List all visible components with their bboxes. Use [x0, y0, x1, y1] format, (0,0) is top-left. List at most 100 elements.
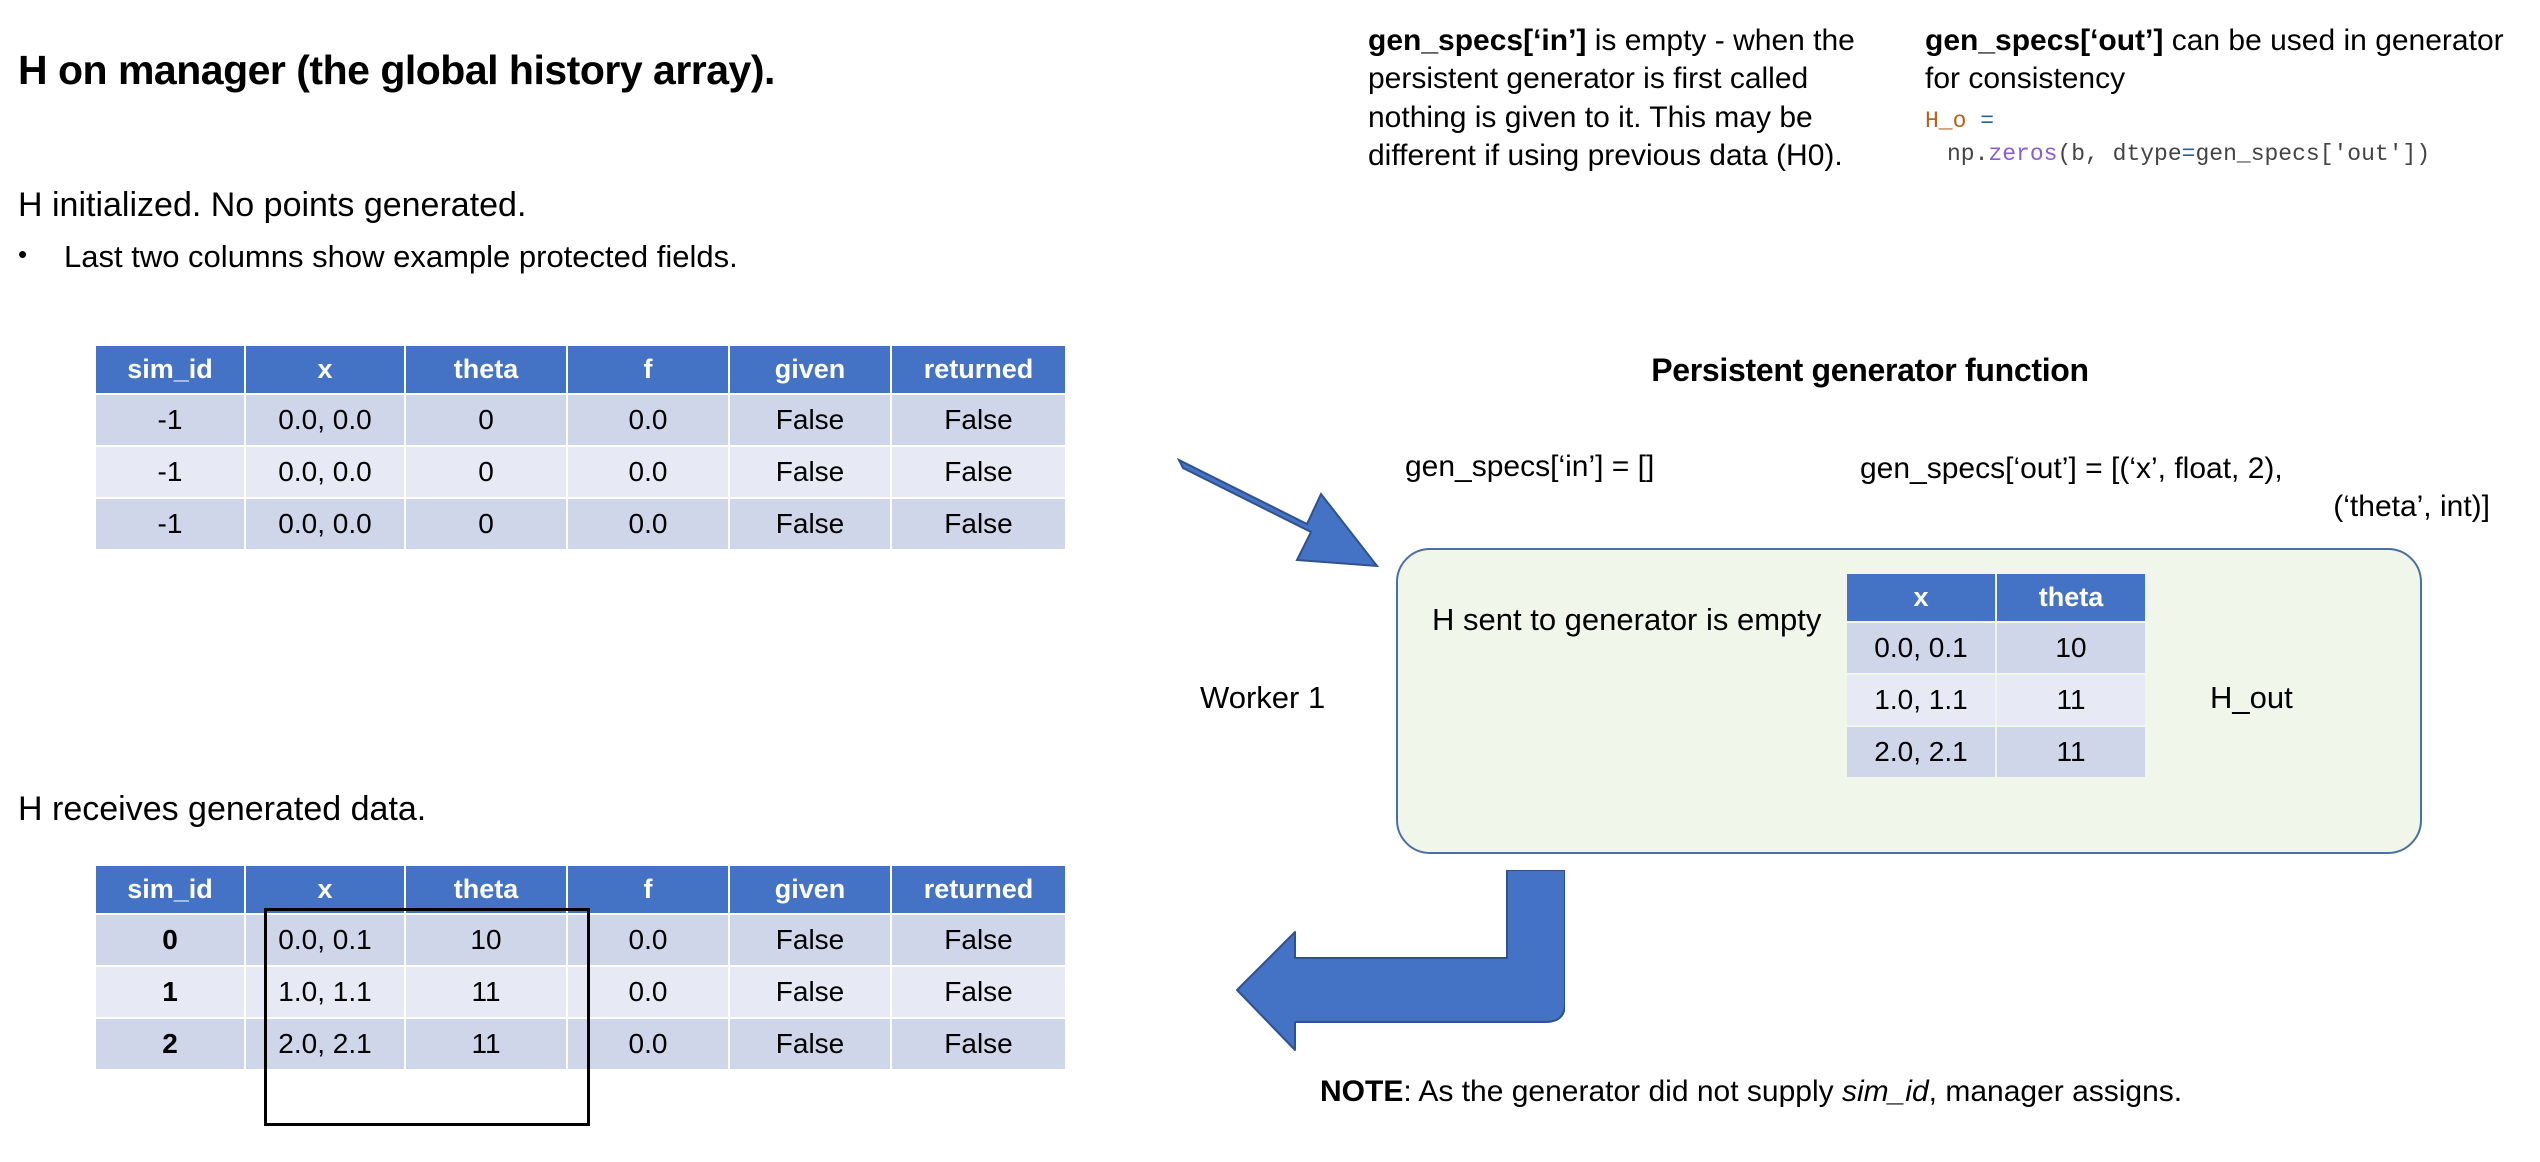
cell-given: False — [730, 1019, 890, 1069]
note-gen-specs-in-bold: gen_specs[‘in’] — [1368, 24, 1587, 57]
column-header-given: given — [730, 346, 890, 393]
cell-returned: False — [892, 447, 1065, 497]
cell-returned: False — [892, 915, 1065, 965]
table-row: 2 2.0, 2.1 11 0.0 False False — [96, 1019, 1065, 1069]
persistent-generator-title: Persistent generator function — [1651, 352, 2089, 388]
cell-theta: 10 — [406, 915, 566, 965]
cell-x: 2.0, 2.1 — [246, 1019, 404, 1069]
cell-f: 0.0 — [568, 499, 728, 549]
table-row: 0 0.0, 0.1 10 0.0 False False — [96, 915, 1065, 965]
h-initialized-text: H initialized. No points generated. — [18, 186, 527, 224]
bullet-protected-fields: • Last two columns show example protecte… — [18, 238, 1118, 275]
table-header-row: sim_id x theta f given returned — [96, 866, 1065, 913]
column-header-x: x — [1847, 574, 1995, 621]
cell-returned: False — [892, 499, 1065, 549]
table-row: 2.0, 2.1 11 — [1847, 727, 2145, 777]
note-gen-specs-in: gen_specs[‘in’] is empty - when the pers… — [1368, 22, 1888, 176]
code-token-args-a: (b, dtype — [2057, 141, 2182, 168]
cell-returned: False — [892, 395, 1065, 445]
note-gen-specs-out: gen_specs[‘out’] can be used in generato… — [1925, 22, 2525, 171]
cell-theta: 11 — [1997, 727, 2145, 777]
bottom-note-italic: sim_id — [1841, 1075, 1929, 1108]
column-header-x: x — [246, 866, 404, 913]
column-header-returned: returned — [892, 866, 1065, 913]
table-header-row: x theta — [1847, 574, 2145, 621]
table-row: 0.0, 0.1 10 — [1847, 623, 2145, 673]
cell-x: 0.0, 0.0 — [246, 447, 404, 497]
h-out-label: H_out — [2210, 680, 2293, 715]
code-token-module: np. — [1947, 141, 1989, 168]
column-header-f: f — [568, 866, 728, 913]
note-gen-specs-out-bold: gen_specs[‘out’] — [1925, 24, 2164, 57]
worker-label: Worker 1 — [1200, 680, 1326, 715]
column-header-theta: theta — [406, 866, 566, 913]
note-gen-specs-in-body: is empty - when the persistent generator… — [1368, 24, 1855, 173]
table-row: 1 1.0, 1.1 11 0.0 False False — [96, 967, 1065, 1017]
cell-given: False — [730, 447, 890, 497]
code-token-kwarg-equals: = — [2181, 141, 2196, 168]
cell-sim-id: -1 — [96, 447, 244, 497]
code-line-np-zeros: np.zeros(b, dtype=gen_specs['out']) — [1947, 138, 2525, 171]
gen-specs-out-line1: gen_specs[‘out’] = [(‘x’, float, 2), — [1860, 452, 2283, 485]
bottom-note-end: , manager assigns. — [1928, 1075, 2183, 1108]
column-header-given: given — [730, 866, 890, 913]
column-header-theta: theta — [1997, 574, 2145, 621]
cell-x: 2.0, 2.1 — [1847, 727, 1995, 777]
cell-theta: 11 — [406, 967, 566, 1017]
cell-x: 1.0, 1.1 — [1847, 675, 1995, 725]
cell-x: 1.0, 1.1 — [246, 967, 404, 1017]
cell-theta: 0 — [406, 395, 566, 445]
code-token-args-b: gen_specs['out']) — [2195, 141, 2431, 168]
gen-specs-out-expression: gen_specs[‘out’] = [(‘x’, float, 2), (‘t… — [1860, 450, 2500, 525]
cell-given: False — [730, 395, 890, 445]
column-header-sim-id: sim_id — [96, 346, 244, 393]
table-h-received: sim_id x theta f given returned 0 0.0, 0… — [94, 864, 1067, 1071]
cell-given: False — [730, 499, 890, 549]
column-header-x: x — [246, 346, 404, 393]
cell-theta: 10 — [1997, 623, 2145, 673]
cell-returned: False — [892, 1019, 1065, 1069]
cell-x: 0.0, 0.1 — [1847, 623, 1995, 673]
table-header-row: sim_id x theta f given returned — [96, 346, 1065, 393]
cell-sim-id: 0 — [96, 915, 244, 965]
cell-sim-id: -1 — [96, 499, 244, 549]
column-header-f: f — [568, 346, 728, 393]
cell-theta: 11 — [1997, 675, 2145, 725]
cell-theta: 0 — [406, 447, 566, 497]
cell-x: 0.0, 0.0 — [246, 499, 404, 549]
table-h-out: x theta 0.0, 0.1 10 1.0, 1.1 11 2.0, 2.1… — [1845, 572, 2147, 779]
arrow-return-to-manager-icon — [1236, 870, 1565, 1051]
cell-x: 0.0, 0.1 — [246, 915, 404, 965]
code-token-function: zeros — [1988, 141, 2058, 168]
cell-returned: False — [892, 967, 1065, 1017]
h-receives-text: H receives generated data. — [18, 790, 427, 828]
cell-given: False — [730, 967, 890, 1017]
arrow-to-generator-icon — [1176, 457, 1380, 568]
code-token-equals: = — [1980, 107, 1995, 134]
bullet-marker: • — [18, 239, 28, 269]
column-header-sim-id: sim_id — [96, 866, 244, 913]
column-header-returned: returned — [892, 346, 1065, 393]
bottom-note: NOTE: As the generator did not supply si… — [1320, 1075, 2420, 1109]
gen-specs-in-expression: gen_specs[‘in’] = [] — [1405, 450, 1655, 483]
code-line-assignment: H_o = — [1925, 105, 2525, 138]
page-title: H on manager (the global history array). — [18, 47, 775, 93]
bottom-note-mid: : As the generator did not supply — [1403, 1075, 1842, 1108]
gen-specs-out-line2: (‘theta’, int)] — [2333, 489, 2490, 523]
cell-f: 0.0 — [568, 447, 728, 497]
cell-sim-id: 1 — [96, 967, 244, 1017]
table-row: -1 0.0, 0.0 0 0.0 False False — [96, 395, 1065, 445]
table-row: 1.0, 1.1 11 — [1847, 675, 2145, 725]
cell-theta: 11 — [406, 1019, 566, 1069]
cell-sim-id: 2 — [96, 1019, 244, 1069]
table-row: -1 0.0, 0.0 0 0.0 False False — [96, 499, 1065, 549]
table-row: -1 0.0, 0.0 0 0.0 False False — [96, 447, 1065, 497]
cell-f: 0.0 — [568, 967, 728, 1017]
bullet-label: Last two columns show example protected … — [64, 239, 738, 274]
code-token-variable: H_o — [1925, 107, 1967, 134]
note-gen-specs-out-body: can be used in generator for consistency — [1925, 24, 2504, 96]
bottom-note-bold: NOTE — [1320, 1075, 1404, 1108]
cell-f: 0.0 — [568, 395, 728, 445]
cell-given: False — [730, 915, 890, 965]
cell-sim-id: -1 — [96, 395, 244, 445]
